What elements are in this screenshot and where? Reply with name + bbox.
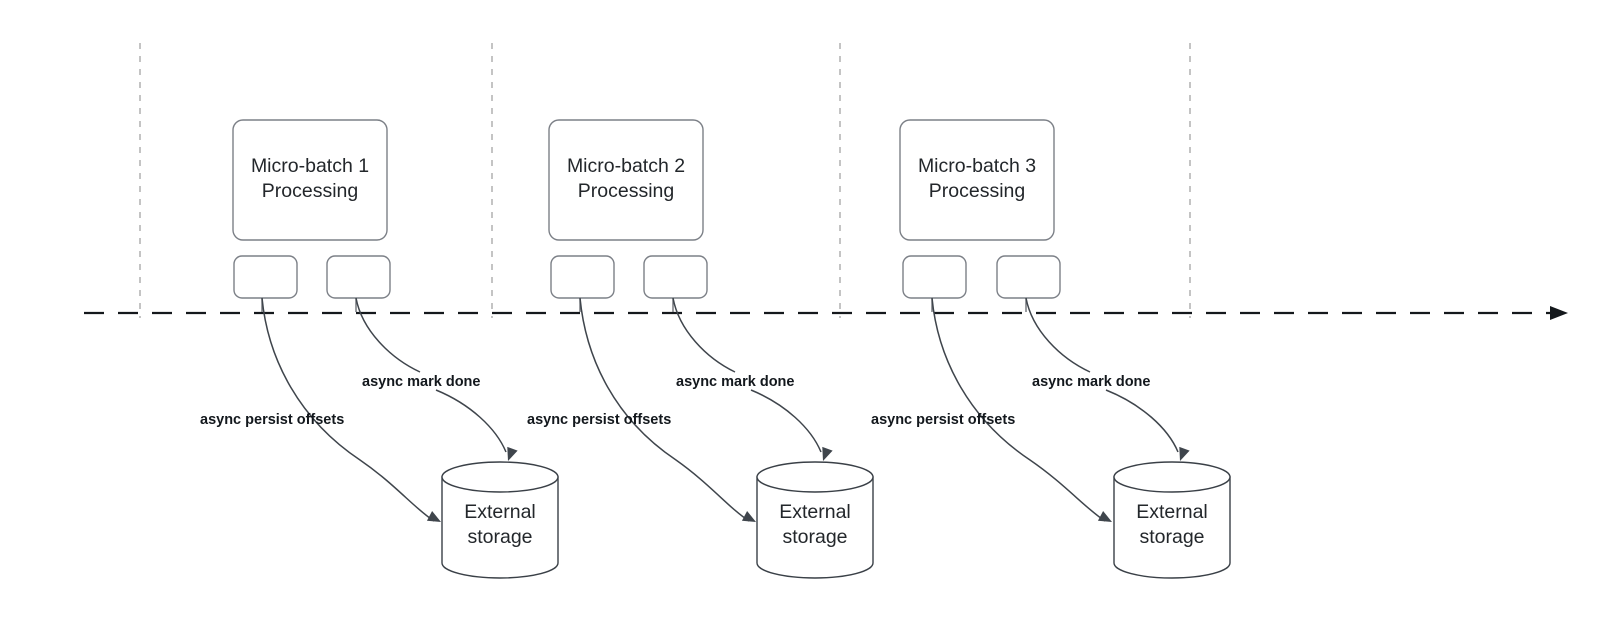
micro-batch-subtitle: Processing [929, 180, 1025, 202]
external-storage-label: External storage [464, 501, 536, 548]
external-storage-label: External storage [1136, 501, 1208, 548]
micro-batch-box[interactable] [232, 119, 388, 241]
external-storage-line2: storage [1139, 526, 1204, 548]
async-mark-done-edge-arrowhead [822, 446, 833, 461]
async-mark-done-edge-arrowhead [1179, 446, 1190, 461]
async-persist-offsets-edge-arrowhead [1097, 511, 1112, 522]
cylinder-body [756, 476, 874, 579]
async-persist-offsets-edge-path [261, 297, 435, 522]
micro-batch-box-label: Micro-batch 1 Processing [251, 155, 369, 202]
external-storage-cylinder[interactable]: External storage [756, 461, 874, 579]
async-mark-done-edge-path [355, 297, 507, 453]
micro-batch-box[interactable] [899, 119, 1055, 241]
async-persist-offsets-edge-label: async persist offsets [200, 412, 344, 428]
micro-batch-title: Micro-batch 1 [251, 155, 369, 177]
micro-batch-title: Micro-batch 3 [918, 155, 1036, 177]
external-storage-line2: storage [467, 526, 532, 548]
micro-batch-subtitle: Processing [578, 180, 674, 202]
offset-commit-marker[interactable] [233, 255, 298, 299]
async-persist-offsets-edge-path [579, 297, 750, 522]
mark-done-marker[interactable] [326, 255, 391, 299]
cylinder-body [441, 476, 559, 579]
micro-batch-box[interactable] [548, 119, 704, 241]
async-persist-offsets-edge-label: async persist offsets [527, 412, 671, 428]
async-mark-done-edge-arrowhead [507, 446, 518, 461]
external-storage-label: External storage [779, 501, 851, 548]
external-storage-cylinder[interactable]: External storage [441, 461, 559, 579]
time-axis-arrowhead [1550, 306, 1568, 320]
cylinder-top [1113, 461, 1231, 493]
cylinder-top [756, 461, 874, 493]
micro-batch-box-label: Micro-batch 3 Processing [918, 155, 1036, 202]
external-storage-line1: External [1136, 501, 1208, 523]
mark-done-marker[interactable] [996, 255, 1061, 299]
async-mark-done-edge-label: async mark done [676, 374, 794, 390]
offset-commit-marker[interactable] [902, 255, 967, 299]
offset-commit-marker[interactable] [550, 255, 615, 299]
group-2: Micro-batch 2 Processing async persist off… [527, 119, 874, 579]
cylinder-body [1113, 476, 1231, 579]
cylinder-top [441, 461, 559, 493]
external-storage-line1: External [464, 501, 536, 523]
external-storage-line1: External [779, 501, 851, 523]
async-mark-done-edge-path [672, 297, 822, 453]
async-persist-offsets-edge-path [931, 297, 1106, 522]
group-3: Micro-batch 3 Processing async persist off… [871, 119, 1231, 579]
async-mark-done-edge-path [1025, 297, 1179, 453]
async-persist-offsets-edge-label: async persist offsets [871, 412, 1015, 428]
async-mark-done-edge-label: async mark done [362, 374, 480, 390]
async-persist-offsets-edge-arrowhead [741, 511, 756, 522]
group-1: Micro-batch 1 Processing async persist off… [200, 119, 559, 579]
mark-done-marker[interactable] [643, 255, 708, 299]
external-storage-line2: storage [782, 526, 847, 548]
async-mark-done-edge-label: async mark done [1032, 374, 1150, 390]
micro-batch-box-label: Micro-batch 2 Processing [567, 155, 685, 202]
external-storage-cylinder[interactable]: External storage [1113, 461, 1231, 579]
micro-batch-title: Micro-batch 2 [567, 155, 685, 177]
async-persist-offsets-edge-arrowhead [426, 511, 441, 522]
micro-batch-subtitle: Processing [262, 180, 358, 202]
